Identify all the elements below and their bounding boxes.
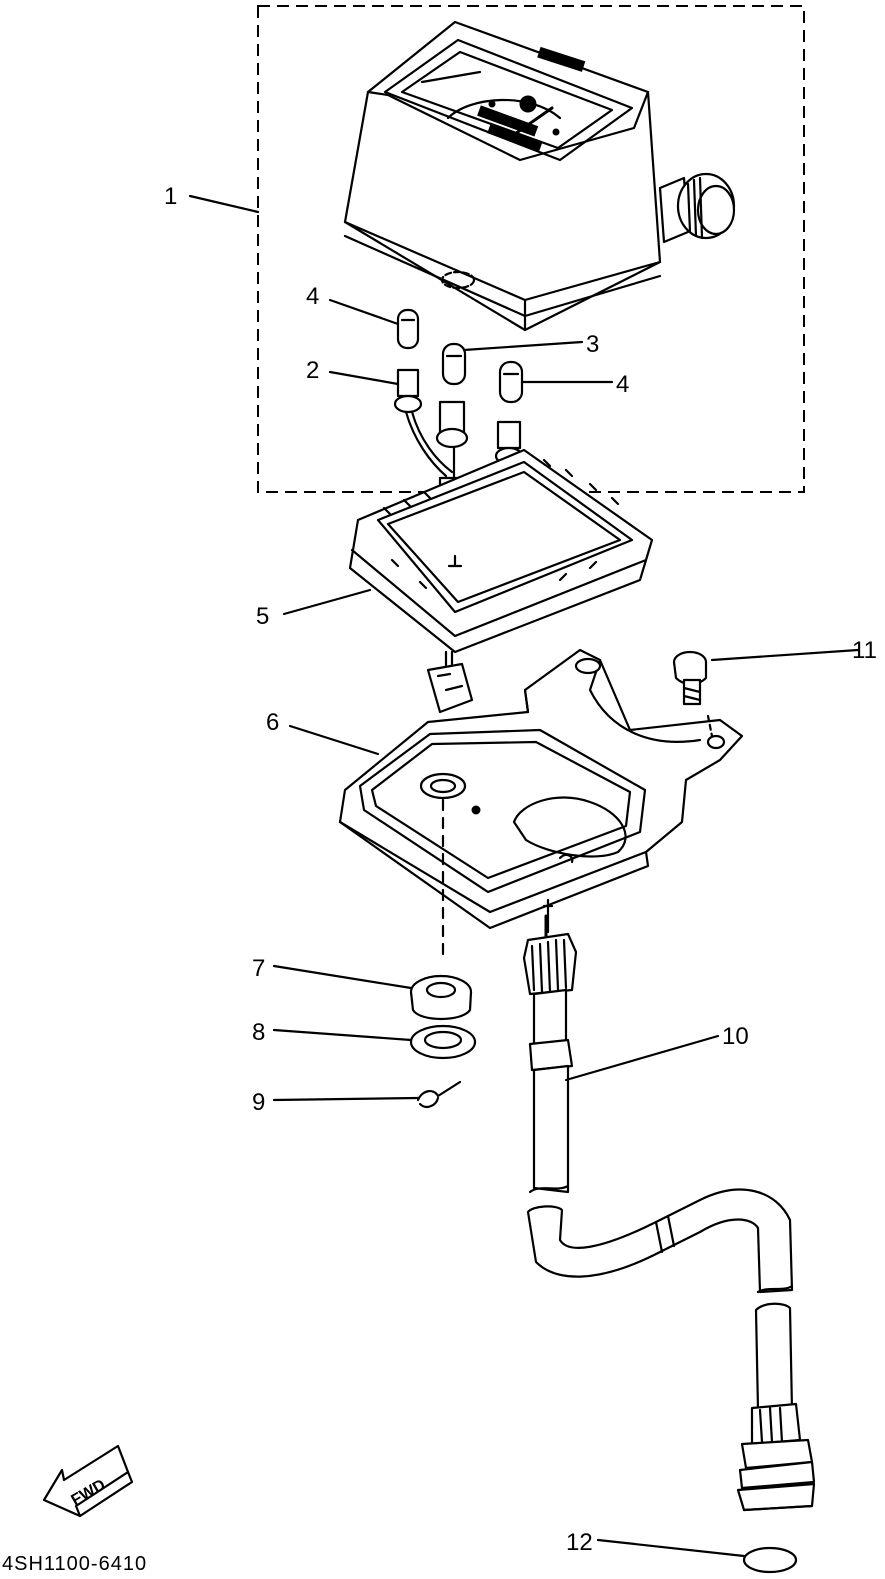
callout-6: 6 xyxy=(266,709,279,736)
callout-2: 2 xyxy=(306,357,319,384)
drawing-code: 4SH1100-6410 xyxy=(2,1553,147,1575)
speedometer-cable xyxy=(522,898,816,1512)
callout-1: 1 xyxy=(164,183,177,210)
meter-case-frame xyxy=(348,448,654,714)
callout-12: 12 xyxy=(566,1529,593,1556)
callout-9: 9 xyxy=(252,1089,265,1116)
callout-3: 3 xyxy=(586,331,599,358)
washer xyxy=(409,1024,477,1060)
assembly-boundary xyxy=(257,5,805,493)
callout-10: 10 xyxy=(722,1023,749,1050)
meter-bracket xyxy=(338,648,744,930)
bulb-center xyxy=(441,342,467,386)
callout-4b: 4 xyxy=(616,371,629,398)
leader-lines xyxy=(188,194,860,1558)
meter-housing xyxy=(343,20,736,332)
callout-7: 7 xyxy=(252,955,265,982)
forward-direction-arrow: FWD xyxy=(42,1444,134,1518)
grommet xyxy=(409,798,473,1020)
bolt xyxy=(672,650,714,738)
callout-8: 8 xyxy=(252,1019,265,1046)
callout-5: 5 xyxy=(256,603,269,630)
callout-4a: 4 xyxy=(306,283,319,310)
clip xyxy=(416,1080,462,1108)
bulb-upper-left xyxy=(396,308,420,350)
callout-11: 11 xyxy=(852,637,877,664)
bulb-right xyxy=(498,360,524,404)
o-ring xyxy=(742,1546,798,1574)
